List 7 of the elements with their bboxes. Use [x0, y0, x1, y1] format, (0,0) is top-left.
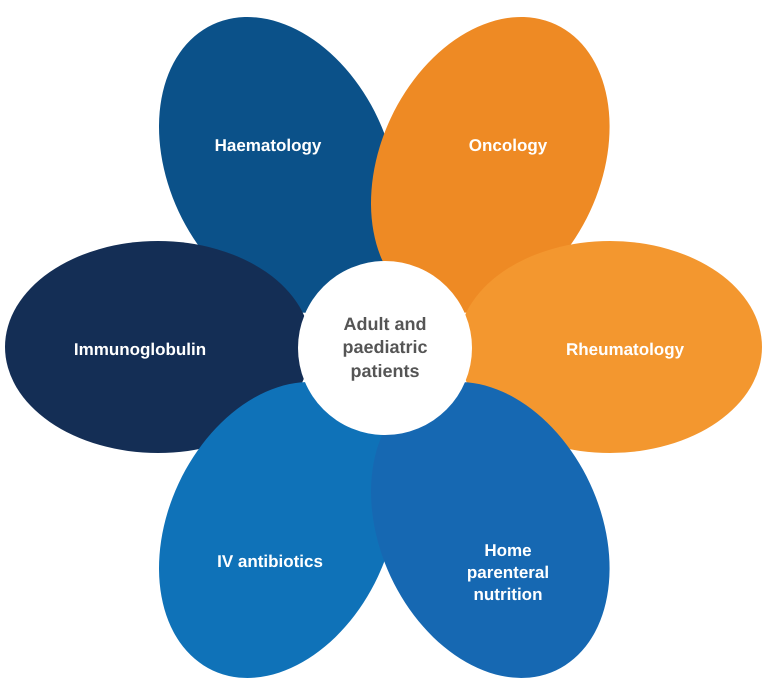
center-label: Adult and paediatric patients — [341, 312, 429, 383]
petal-label: Immunoglobulin — [74, 338, 206, 361]
petal-label: Haematology — [214, 134, 322, 157]
petal-label: Oncology — [468, 134, 548, 157]
petal-label: IV antibiotics — [217, 550, 323, 573]
petal-label: Home parenteral nutrition — [466, 540, 550, 606]
petal-label: Rheumatology — [566, 338, 684, 361]
